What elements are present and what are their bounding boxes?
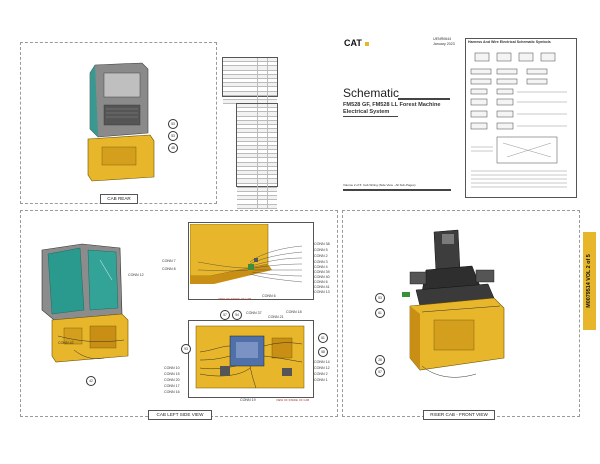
legend-frame: [465, 38, 577, 198]
bottom-detail-top-1: CONN 21: [268, 315, 284, 319]
system-line: Electrical System: [343, 109, 390, 115]
bottom-detail-callout-4: 58: [318, 347, 328, 357]
volume-side-tab-text: M0079514 VOL 2 of 5: [586, 254, 592, 308]
bottom-detail-left-0: CONN 10: [164, 366, 180, 370]
bottom-detail-callout-1: 94: [232, 310, 242, 320]
riser-illustration: [402, 229, 505, 378]
bottom-detail-left-1: CONN 15: [164, 372, 180, 376]
top-detail-right-1: CONN 5: [314, 248, 328, 252]
top-detail-bottom-conn: CONN 6: [262, 294, 276, 298]
bottom-detail-caption: VIEW OF INSIDE OF CAB: [276, 398, 310, 402]
bottom-detail-left-2: CONN 20: [164, 378, 180, 382]
top-detail-right-0: CONN 38: [314, 242, 330, 246]
volume-side-tab: [583, 232, 596, 330]
volume-caption: Volume 2 of 5: Cab Wiring (Side View - A…: [343, 183, 416, 187]
connector-table: [236, 103, 278, 209]
legend-symbols: [470, 52, 567, 188]
cat-logo: CAT: [344, 38, 370, 48]
bottom-detail-left-4: CONN 16: [164, 390, 180, 394]
title-rule-bottom: [343, 189, 451, 191]
cab-rear-callout-3: 48: [168, 143, 178, 153]
top-detail-right-8: CONN 41: [314, 285, 330, 289]
title-rule-long: [398, 98, 450, 100]
model-line: FM528 GF, FM528 LL Forest Machine: [343, 102, 441, 108]
bottom-detail-top-2: CONN 18: [286, 310, 302, 314]
component-table: [222, 57, 278, 105]
bottom-detail-callout-0: 57: [220, 310, 230, 320]
top-detail-right-9: CONN 13: [314, 290, 330, 294]
left-view-callout: 42: [86, 376, 96, 386]
left-view-conn-12: CONN 12: [128, 273, 144, 277]
top-detail-right-5: CONN 39: [314, 270, 330, 274]
bottom-detail-right-0: CONN 14: [314, 360, 330, 364]
cab-rear-label: CAB REAR: [100, 194, 138, 204]
top-detail-left-conn-7: CONN 7: [162, 259, 176, 263]
top-detail-left-conn-8: CONN 8: [162, 267, 176, 271]
riser-callout-3: 57: [375, 367, 385, 377]
riser-callout-1: 61: [375, 308, 385, 318]
legend-title: Harness And Wire Electrical Schematic Sy…: [468, 40, 551, 44]
cab-left-illustration: [41, 243, 129, 363]
top-detail-right-6: CONN 40: [314, 275, 330, 279]
cab-left-side-label: CAB LEFT SIDE VIEW: [148, 410, 212, 420]
bottom-detail-right-1: CONN 12: [314, 366, 330, 370]
doc-code: UENR0644: [433, 37, 452, 41]
top-detail-right-4: CONN 4: [314, 265, 328, 269]
bottom-detail-callout-3: 61: [318, 333, 328, 343]
riser-callout-0: 53: [375, 293, 385, 303]
riser-cab-front-label: RISER CAB - FRONT VIEW: [423, 410, 495, 420]
bottom-detail-left-3: CONN 17: [164, 384, 180, 388]
bottom-detail-right-2: CONN 2: [314, 372, 328, 376]
bottom-detail-top-0: CONN 37: [246, 311, 262, 315]
cab-rear-callout-1: 53: [168, 119, 178, 129]
top-detail-caption: VIEW OF INSIDE OF CAB: [218, 297, 252, 301]
riser-callout-2: 28: [375, 355, 385, 365]
top-detail-right-2: CONN 2: [314, 254, 328, 258]
bottom-detail-callout-2: 93: [181, 344, 191, 354]
cab-rear-illustration: [87, 62, 155, 182]
top-detail-right-7: CONN 6: [314, 280, 328, 284]
cab-rear-callout-2: 53: [168, 131, 178, 141]
title-rule-top: [343, 116, 398, 117]
detail-top-illustration: [190, 224, 303, 284]
left-view-conn-42: CONN 42: [58, 341, 74, 345]
detail-bottom-illustration: [195, 325, 305, 389]
bottom-detail-bottom-conn: CONN 19: [240, 398, 256, 402]
bottom-detail-right-3: CONN 1: [314, 378, 328, 382]
schematic-heading: Schematic: [343, 86, 400, 100]
doc-date: January 2023: [433, 42, 455, 46]
top-detail-right-3: CONN 3: [314, 260, 328, 264]
